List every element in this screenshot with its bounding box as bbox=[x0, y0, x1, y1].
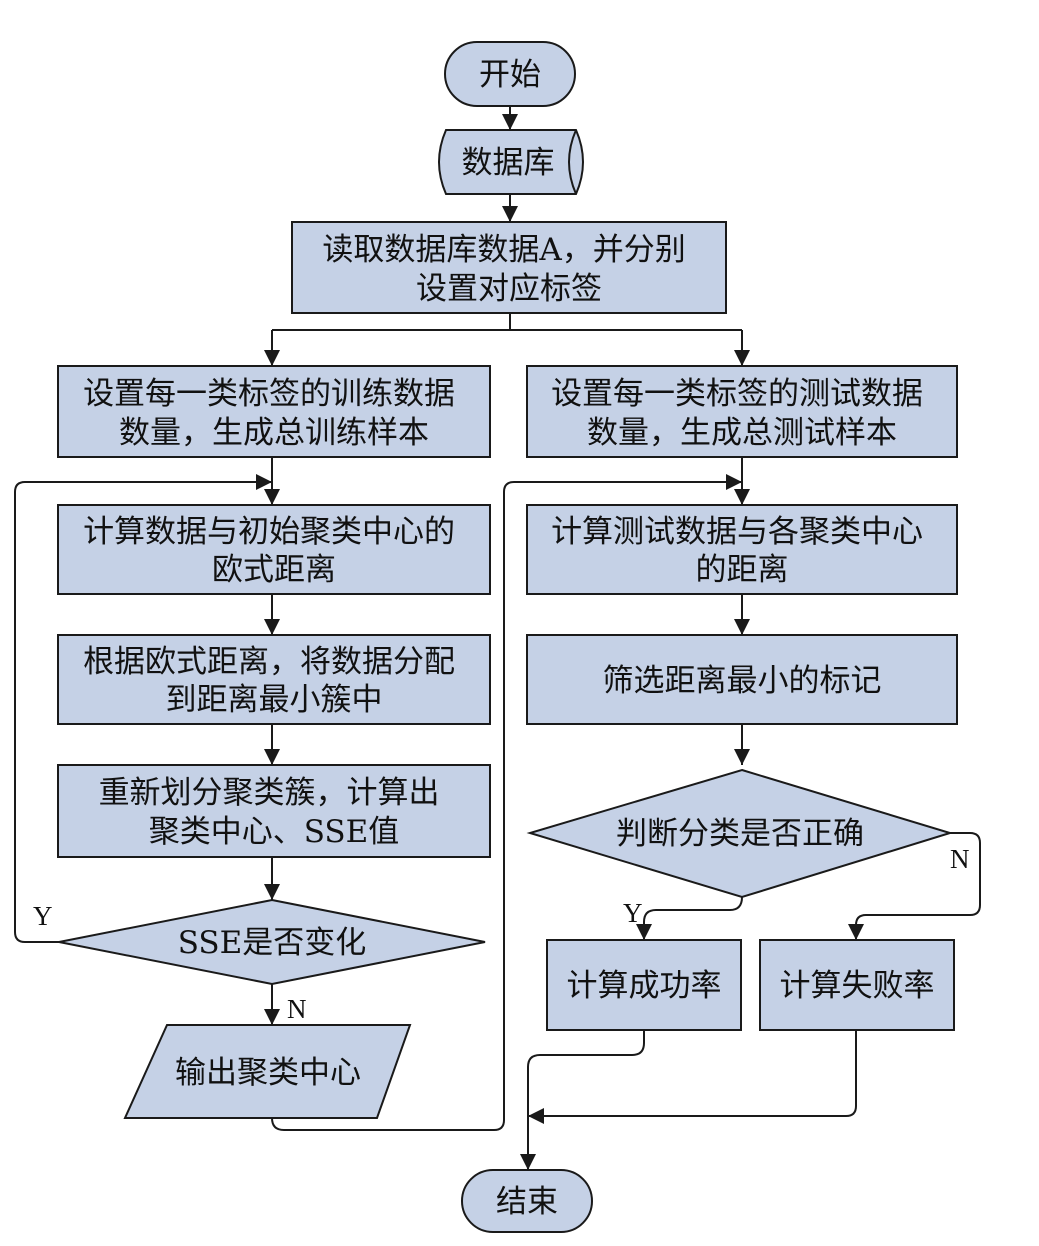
sse-no-tag: N bbox=[287, 994, 307, 1024]
test-set-box bbox=[526, 365, 958, 458]
labels: 开始 数据库 读取数据库数据A，并分别 设置对应标签 设置每一类标签的训练数据 … bbox=[83, 57, 934, 1220]
connector-loop-yes bbox=[14, 474, 272, 943]
connector-judge-no bbox=[848, 832, 981, 940]
failure-rate-box bbox=[759, 939, 955, 1031]
sse-decision-label: SSE是否变化 bbox=[178, 925, 367, 961]
judge-no-tag: N bbox=[950, 844, 970, 874]
test-distance-label: 计算测试数据与各聚类中心 的距离 bbox=[551, 514, 933, 588]
judge-diamond bbox=[526, 768, 954, 899]
failure-rate-label: 计算失败率 bbox=[780, 968, 935, 1004]
min-mark-box bbox=[526, 634, 958, 725]
connector-success-end bbox=[520, 1030, 645, 1170]
end-label: 结束 bbox=[496, 1184, 558, 1220]
recluster-label: 重新划分聚类簇，计算出 聚类中心、SSE值 bbox=[99, 775, 450, 850]
sse-decision-diamond bbox=[58, 898, 486, 986]
test-distance-box bbox=[526, 504, 958, 595]
connector-failure-merge bbox=[528, 1030, 857, 1124]
recluster-box bbox=[57, 764, 491, 858]
connectors bbox=[14, 106, 981, 1170]
calc-distance-label: 计算数据与初始聚类中心的 欧式距离 bbox=[83, 514, 465, 588]
assign-box bbox=[57, 634, 491, 725]
output-centers-label: 输出聚类中心 bbox=[175, 1055, 361, 1091]
output-parallelogram bbox=[123, 1024, 412, 1119]
connector-output-test bbox=[271, 474, 742, 1131]
calc-distance-box bbox=[57, 504, 491, 595]
sse-yes-tag: Y bbox=[33, 901, 53, 931]
assign-label: 根据欧式距离，将数据分配 到距离最小簇中 bbox=[83, 644, 465, 718]
judge-label: 判断分类是否正确 bbox=[616, 816, 864, 852]
shapes bbox=[57, 41, 958, 1233]
read-data-label: 读取数据库数据A，并分别 设置对应标签 bbox=[322, 232, 695, 307]
test-set-label: 设置每一类标签的测试数据 数量，生成总测试样本 bbox=[551, 376, 933, 451]
branch-tags: Y N Y N bbox=[33, 844, 970, 1024]
database-label: 数据库 bbox=[462, 145, 555, 181]
end-terminal bbox=[461, 1169, 593, 1233]
judge-yes-tag: Y bbox=[623, 898, 643, 928]
connector-read-split bbox=[272, 313, 742, 331]
train-set-box bbox=[57, 365, 491, 458]
min-mark-label: 筛选距离最小的标记 bbox=[603, 663, 882, 699]
success-rate-box bbox=[546, 939, 742, 1031]
start-terminal bbox=[444, 41, 576, 107]
success-rate-label: 计算成功率 bbox=[567, 968, 722, 1004]
read-data-box bbox=[291, 221, 727, 314]
connector-judge-yes bbox=[636, 896, 743, 940]
database-shape-edge bbox=[568, 129, 577, 195]
start-label: 开始 bbox=[479, 57, 541, 93]
train-set-label: 设置每一类标签的训练数据 数量，生成总训练样本 bbox=[83, 376, 465, 451]
